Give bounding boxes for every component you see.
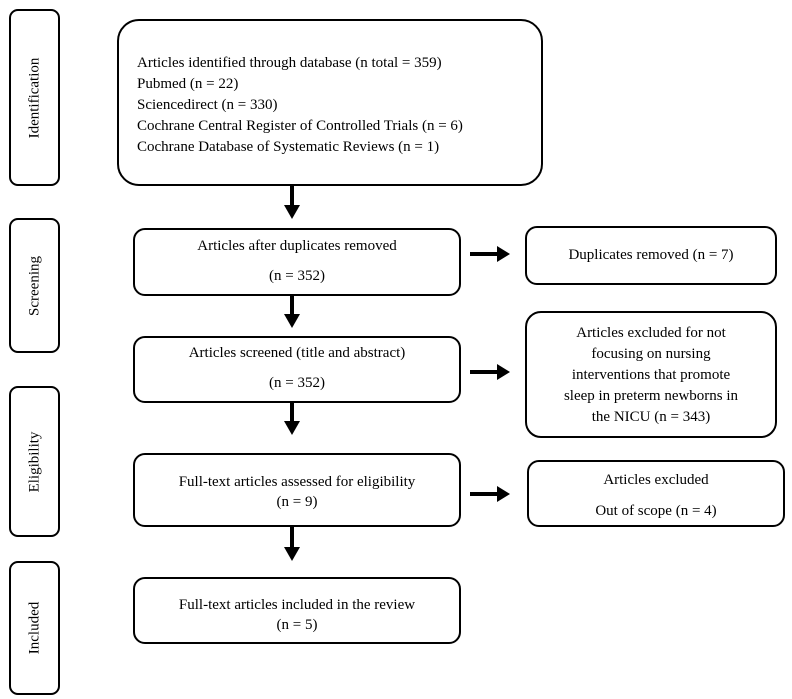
after-duplicates-count: (n = 352) (269, 268, 325, 284)
arrow-down-4 (284, 527, 300, 561)
duplicates-removed-box: Duplicates removed (n = 7) (525, 226, 777, 285)
identified-line: Cochrane Central Register of Controlled … (137, 118, 463, 134)
excluded-screening-line: sleep in preterm newborns in (563, 388, 739, 404)
arrow-down-1 (284, 186, 300, 219)
arrow-right-2 (470, 364, 510, 380)
records-identified-box: Articles identified through database (n … (117, 19, 543, 186)
after-duplicates-label: Articles after duplicates removed (197, 238, 397, 254)
identified-line: Sciencedirect (n = 330) (137, 97, 278, 113)
fulltext-assessed-box: Full-text articles assessed for eligibil… (133, 453, 461, 527)
excluded-screening-box: Articles excluded for not focusing on nu… (525, 311, 777, 438)
fulltext-assessed-count: (n = 9) (276, 494, 318, 510)
screened-label: Articles screened (title and abstract) (188, 345, 406, 361)
excluded-screening-line: Articles excluded for not (576, 325, 726, 341)
screened-count: (n = 352) (269, 375, 325, 391)
identified-line: Pubmed (n = 22) (137, 76, 239, 92)
identified-line: Cochrane Database of Systematic Reviews … (137, 139, 440, 155)
arrow-down-2 (284, 296, 300, 328)
duplicates-removed-label: Duplicates removed (n = 7) (568, 247, 734, 263)
included-review-count: (n = 5) (276, 617, 318, 633)
fulltext-assessed-label: Full-text articles assessed for eligibil… (178, 474, 416, 490)
phase-identification: Identification (9, 9, 60, 186)
screened-box: Articles screened (title and abstract) (… (133, 336, 461, 403)
arrow-down-3 (284, 403, 300, 435)
phase-eligibility: Eligibility (9, 386, 60, 537)
arrow-right-1 (470, 246, 510, 262)
excluded-eligibility-box: Articles excluded Out of scope (n = 4) (527, 460, 785, 527)
excluded-screening-line: the NICU (n = 343) (591, 409, 711, 425)
excluded-screening-line: interventions that promote (571, 367, 731, 383)
phase-screening: Screening (9, 218, 60, 353)
included-review-label: Full-text articles included in the revie… (178, 597, 416, 613)
identified-line: Articles identified through database (n … (137, 55, 442, 71)
excluded-screening-line: focusing on nursing (591, 346, 711, 362)
included-review-box: Full-text articles included in the revie… (133, 577, 461, 644)
excluded-eligibility-label: Articles excluded (603, 472, 709, 488)
excluded-eligibility-reason: Out of scope (n = 4) (595, 503, 717, 519)
phase-included: Included (9, 561, 60, 695)
arrow-right-3 (470, 486, 510, 502)
after-duplicates-box: Articles after duplicates removed (n = 3… (133, 228, 461, 296)
